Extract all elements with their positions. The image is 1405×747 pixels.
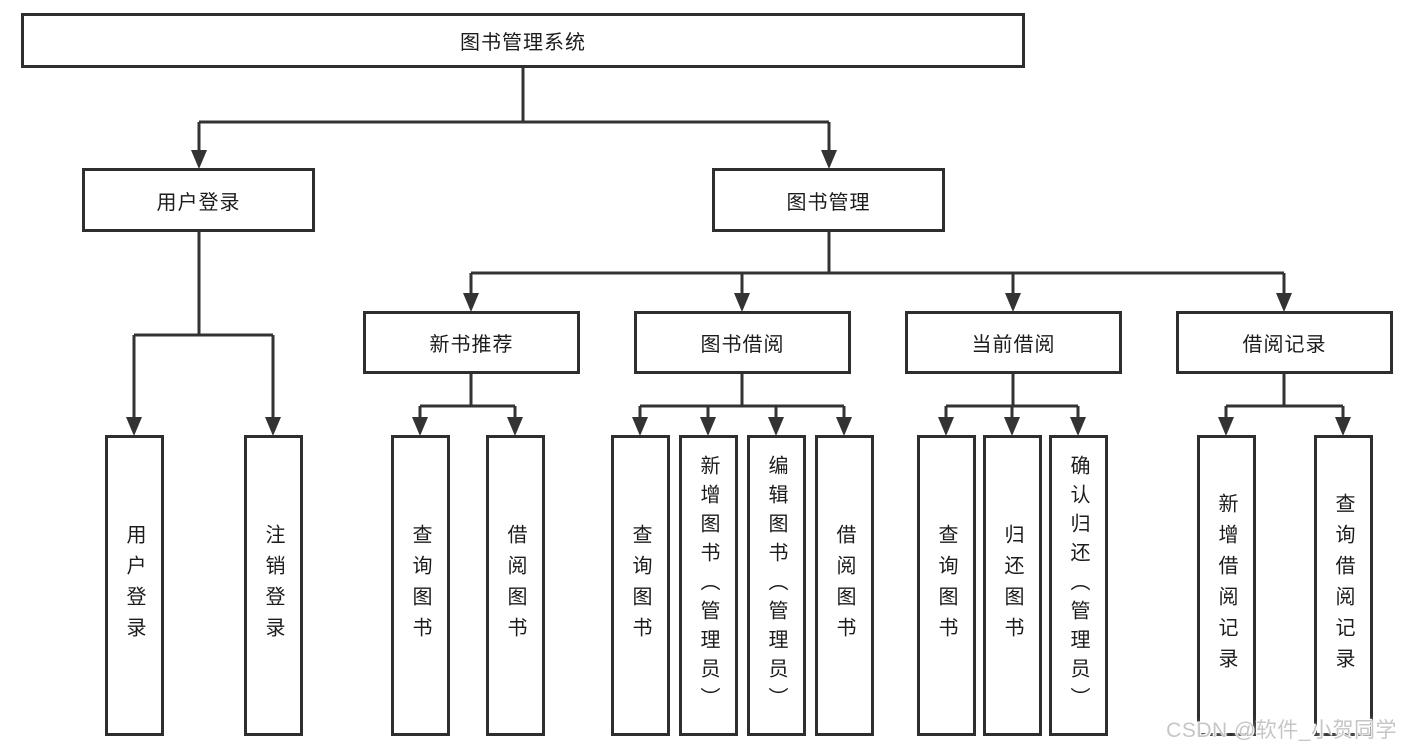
connector-current-to-leaves [944, 374, 1080, 419]
node-current-borrow: 当前借阅 [905, 311, 1122, 374]
node-user-login-label: 用户登录 [156, 191, 241, 214]
arrow-down-icon [463, 293, 479, 312]
arrow-down-icon [1335, 417, 1351, 436]
leaf-newbook-borrow-book-label: 借阅图书 [504, 523, 526, 648]
leaf-records-add-record: 新增借阅记录 [1197, 435, 1256, 736]
leaf-borrow-add-book-admin: 新增图书（管理员） [679, 435, 738, 736]
arrowheads [126, 150, 1351, 436]
leaf-borrow-borrow-book-label: 借阅图书 [833, 523, 855, 648]
node-root: 图书管理系统 [21, 13, 1025, 68]
leaf-user-login-label: 用户登录 [123, 523, 145, 648]
leaf-current-return-book: 归还图书 [983, 435, 1042, 736]
watermark: CSDN @软件_小贺同学 [1166, 719, 1397, 742]
leaf-logout-login-label: 注销登录 [262, 523, 284, 648]
leaf-user-login: 用户登录 [105, 435, 164, 736]
node-root-label: 图书管理系统 [460, 32, 586, 54]
leaf-borrow-add-book-admin-label: 新增图书（管理员） [697, 455, 719, 716]
arrow-down-icon [265, 417, 281, 436]
leaf-borrow-borrow-book: 借阅图书 [815, 435, 874, 736]
arrow-down-icon [938, 417, 954, 436]
connector-paths [132, 68, 1345, 419]
leaf-borrow-query-book-label: 查询图书 [629, 523, 651, 648]
arrow-down-icon [734, 293, 750, 312]
node-book-management: 图书管理 [712, 168, 945, 232]
leaf-current-query-book: 查询图书 [917, 435, 976, 736]
leaf-records-add-record-label: 新增借阅记录 [1215, 492, 1237, 679]
node-user-login: 用户登录 [82, 168, 315, 232]
leaf-newbook-query-book: 查询图书 [391, 435, 450, 736]
arrow-down-icon [836, 417, 852, 436]
connector-management-to-level3 [469, 232, 1286, 295]
connector-records-to-leaves [1224, 374, 1345, 419]
arrow-down-icon [412, 417, 428, 436]
arrow-down-icon [126, 417, 142, 436]
connector-borrow-to-leaves [638, 374, 846, 419]
leaf-records-query-record: 查询借阅记录 [1314, 435, 1373, 736]
leaf-borrow-query-book: 查询图书 [611, 435, 670, 736]
leaf-newbook-query-book-label: 查询图书 [409, 523, 431, 648]
arrow-down-icon [1005, 293, 1021, 312]
node-current-borrow-label: 当前借阅 [971, 334, 1056, 356]
arrow-down-icon [768, 417, 784, 436]
arrow-down-icon [632, 417, 648, 436]
leaf-current-query-book-label: 查询图书 [935, 523, 957, 648]
leaf-current-return-book-label: 归还图书 [1001, 523, 1023, 648]
leaf-logout-login: 注销登录 [244, 435, 303, 736]
leaf-newbook-borrow-book: 借阅图书 [486, 435, 545, 736]
node-new-book-recommend-label: 新书推荐 [429, 334, 514, 356]
connector-login-to-leaves [132, 232, 275, 419]
arrow-down-icon [191, 150, 207, 169]
arrow-down-icon [1070, 417, 1086, 436]
node-borrow-records-label: 借阅记录 [1242, 334, 1327, 356]
node-new-book-recommend: 新书推荐 [363, 311, 580, 374]
node-book-borrow: 图书借阅 [634, 311, 851, 374]
node-borrow-records: 借阅记录 [1176, 311, 1393, 374]
node-book-borrow-label: 图书借阅 [700, 334, 785, 356]
connector-newbook-to-leaves [418, 374, 517, 419]
arrow-down-icon [1004, 417, 1020, 436]
arrow-down-icon [1218, 417, 1234, 436]
leaf-borrow-edit-book-admin: 编辑图书（管理员） [747, 435, 806, 736]
leaf-current-confirm-return-admin: 确认归还（管理员） [1049, 435, 1108, 736]
arrow-down-icon [1276, 293, 1292, 312]
arrow-down-icon [700, 417, 716, 436]
node-book-management-label: 图书管理 [786, 191, 871, 214]
leaf-borrow-edit-book-admin-label: 编辑图书（管理员） [765, 455, 787, 716]
connector-root-to-level2 [197, 68, 831, 152]
arrow-down-icon [507, 417, 523, 436]
arrow-down-icon [821, 150, 837, 169]
leaf-current-confirm-return-admin-label: 确认归还（管理员） [1067, 455, 1089, 716]
leaf-records-query-record-label: 查询借阅记录 [1332, 492, 1354, 679]
